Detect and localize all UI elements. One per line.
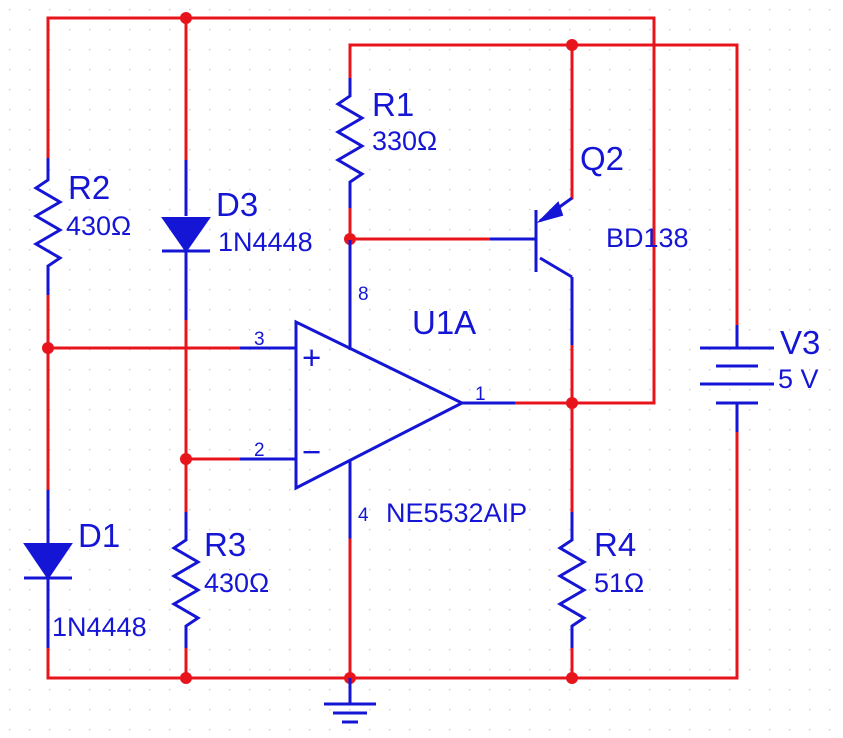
ground-symbol — [324, 678, 376, 724]
junction-dot — [566, 672, 578, 684]
r2-ref-label: R2 — [68, 169, 110, 206]
r1-value-label: 330Ω — [372, 126, 437, 156]
wire-top-rail — [46, 16, 656, 405]
pin-label-8: 8 — [358, 284, 369, 305]
r3-value-label: 430Ω — [204, 568, 269, 598]
wire-ground-rail — [46, 430, 739, 680]
resistor-r1[interactable]: R1 330Ω — [335, 78, 437, 208]
wire-emitter-rail — [348, 43, 739, 327]
pin-label-4: 4 — [358, 505, 369, 526]
battery-v3[interactable]: V3 5 V — [700, 324, 820, 432]
v3-ref-label: V3 — [780, 324, 820, 361]
q2-value-label: BD138 — [606, 223, 689, 253]
diode-d3[interactable]: D3 1N4448 — [161, 160, 313, 320]
d3-ref-label: D3 — [216, 186, 258, 223]
resistor-r2[interactable]: R2 430Ω — [33, 158, 131, 295]
d1-value-label: 1N4448 — [52, 612, 147, 642]
u1a-ref-label: U1A — [412, 304, 476, 341]
pin-label-2: 2 — [254, 440, 265, 461]
d1-ref-label: D1 — [78, 517, 120, 554]
pin-label-3: 3 — [254, 329, 265, 350]
r2-value-label: 430Ω — [66, 211, 131, 241]
junctions — [42, 12, 578, 684]
resistor-r4[interactable]: R4 51Ω — [557, 512, 644, 648]
opamp-u1a[interactable]: + − 3 2 1 8 4 U1A NE5532AIP — [240, 240, 527, 540]
transistor-q2[interactable]: Q2 BD138 — [490, 140, 689, 345]
r4-ref-label: R4 — [594, 526, 636, 563]
r4-value-label: 51Ω — [594, 568, 644, 598]
pin-label-1: 1 — [475, 384, 486, 405]
junction-dot — [566, 39, 578, 51]
junction-dot — [566, 397, 578, 409]
junction-dot — [344, 233, 356, 245]
r1-ref-label: R1 — [372, 86, 414, 123]
junction-dot — [42, 342, 54, 354]
junction-dot — [180, 672, 192, 684]
opamp-minus-symbol: − — [302, 433, 321, 470]
u1a-value-label: NE5532AIP — [386, 498, 527, 528]
wires — [46, 16, 739, 680]
opamp-plus-symbol: + — [302, 339, 321, 376]
d3-value-label: 1N4448 — [218, 227, 313, 257]
v3-value-label: 5 V — [778, 364, 819, 394]
junction-dot — [180, 453, 192, 465]
r3-ref-label: R3 — [204, 526, 246, 563]
diode-d1[interactable]: D1 1N4448 — [23, 490, 147, 648]
resistor-r3[interactable]: R3 430Ω — [171, 512, 269, 648]
q2-ref-label: Q2 — [580, 140, 624, 177]
junction-dot — [180, 12, 192, 24]
